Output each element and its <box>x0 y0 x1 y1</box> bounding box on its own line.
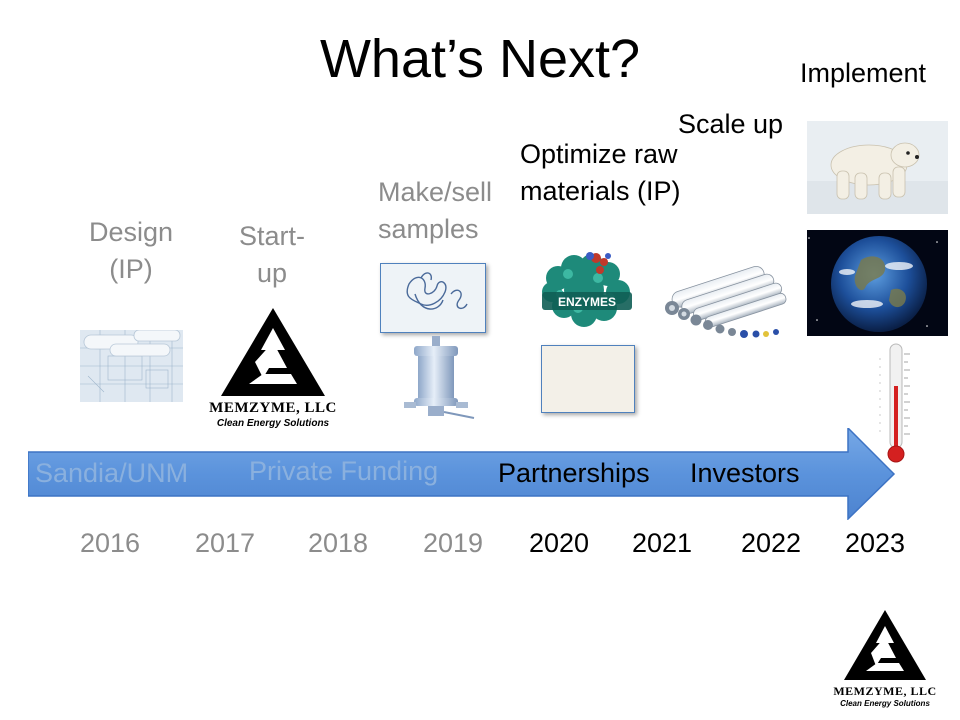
year-2022: 2022 <box>740 528 802 558</box>
filter-housing-icon <box>400 336 476 422</box>
stage-scaleup-label: Scale up <box>678 109 784 139</box>
thermometer-icon <box>872 342 918 468</box>
logo-tagline-text: Clean Energy Solutions <box>216 418 330 429</box>
logo-name-text: MEMZYME, LLC <box>209 400 337 416</box>
arrow-label-private-funding: Private Funding <box>249 456 439 486</box>
protein-icon <box>380 263 486 333</box>
corner-logo-tagline: Clean Energy Solutions <box>840 699 930 708</box>
stage-implement-label: Implement <box>800 58 927 88</box>
empty-image-box <box>541 345 635 413</box>
arrow-label-investors: Investors <box>690 458 800 488</box>
year-2019: 2019 <box>422 528 484 558</box>
arrow-label-partnerships: Partnerships <box>498 458 650 488</box>
year-2023: 2023 <box>844 528 906 558</box>
enzymes-text: ENZYMES <box>558 295 616 309</box>
earth-icon <box>807 230 948 336</box>
year-2018: 2018 <box>307 528 369 558</box>
year-2016: 2016 <box>79 528 141 558</box>
timeline-arrow <box>27 426 896 521</box>
stage-design-label: Design (IP) <box>88 217 174 284</box>
year-2017: 2017 <box>194 528 256 558</box>
membrane-tubes-icon <box>664 264 790 344</box>
slide-title: What’s Next? <box>319 29 641 89</box>
stage-startup-label: Start- up <box>238 221 305 288</box>
corner-logo: MEMZYME, LLC Clean Energy Solutions <box>820 608 950 714</box>
year-2020: 2020 <box>528 528 590 558</box>
stage-samples-label: Make/sell samples <box>378 177 493 244</box>
enzyme-icon: ENZYMES <box>538 248 636 334</box>
memzyme-logo-icon: MEMZYME, LLC Clean Energy Solutions <box>193 306 353 431</box>
year-2021: 2021 <box>631 528 693 558</box>
polar-bear-icon <box>807 121 948 214</box>
stage-optimize-label: Optimize raw materials (IP) <box>520 139 681 206</box>
corner-logo-name: MEMZYME, LLC <box>833 684 937 698</box>
arrow-label-sandia: Sandia/UNM <box>35 458 189 488</box>
blueprint-icon <box>80 329 183 402</box>
